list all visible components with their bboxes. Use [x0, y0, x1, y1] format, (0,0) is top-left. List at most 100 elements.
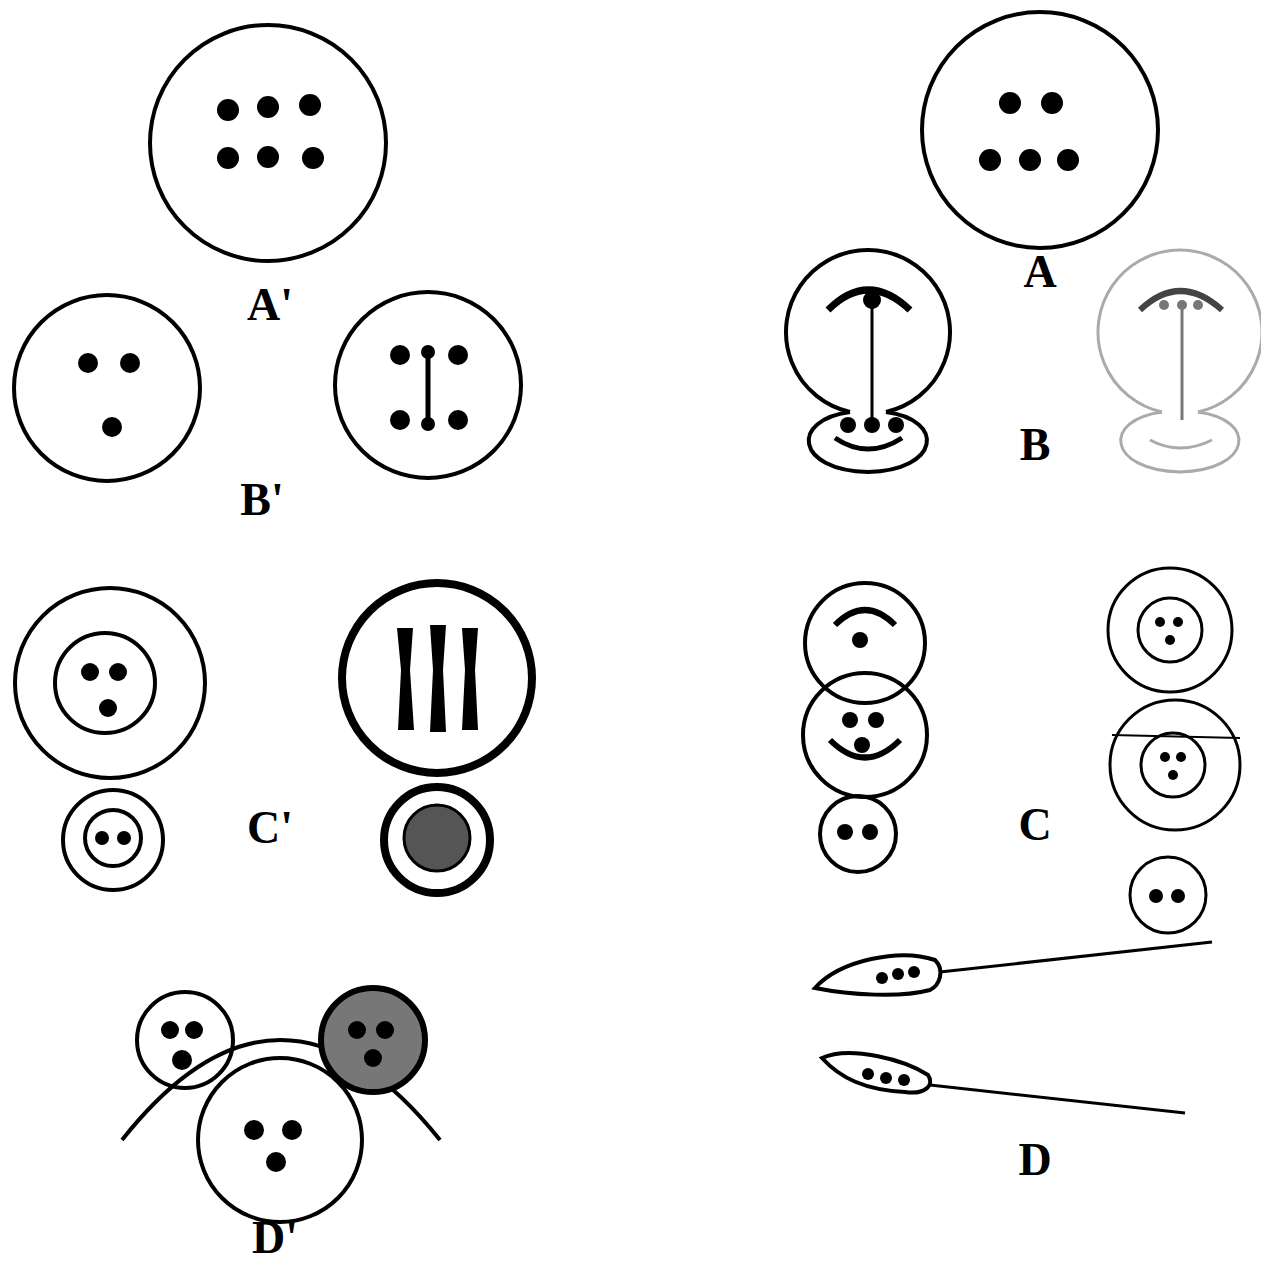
secondary-spermatocytes-part-part — [842, 712, 858, 728]
primary-cell-part-part — [302, 147, 324, 169]
primary-cell — [922, 12, 1158, 248]
primary-cell-part — [150, 25, 386, 261]
dividing-oocyte-part-part — [430, 625, 446, 732]
dividing-oocyte-part — [384, 787, 490, 893]
dividing-cell-part-part — [390, 410, 410, 430]
secondary-spermatocytes-part-part — [854, 737, 870, 753]
spermatids-part-part — [1168, 770, 1178, 780]
spermatozoa-part-part — [862, 1068, 874, 1080]
spermatids-part-part — [1171, 889, 1185, 903]
dividing-cell-part-part — [421, 345, 435, 359]
spermatozoa-part — [862, 966, 920, 1086]
spermatids-part — [1108, 568, 1232, 692]
fertilization-part — [321, 988, 425, 1092]
dividing-oocyte-part-part — [397, 628, 414, 730]
spermatozoa-part-part — [880, 1072, 892, 1084]
dividing-spermatocyte-part — [835, 438, 902, 449]
oocyte-with-polar-body-part — [15, 588, 205, 778]
figure-letter: A — [1023, 249, 1056, 295]
secondary-spermatocytes-part-part — [868, 712, 884, 728]
oocyte-with-polar-body-part-part — [81, 663, 99, 681]
oocyte-with-polar-body-part — [85, 810, 141, 866]
faded-spermatocyte-part-part — [1159, 300, 1169, 310]
oocyte-with-polar-body-part — [55, 633, 155, 733]
fertilization — [122, 988, 440, 1222]
reduced-cell-part — [14, 295, 200, 481]
faded-spermatocyte-part — [1121, 412, 1239, 472]
secondary-spermatocytes-part — [803, 673, 927, 797]
oocyte-with-polar-body-part-part — [109, 663, 127, 681]
figure-letter: B — [1020, 422, 1051, 468]
spermatozoa-part — [815, 955, 940, 994]
primary-cell-part-part — [299, 94, 321, 116]
primary-cell-part-part — [217, 147, 239, 169]
dividing-oocyte-part — [404, 805, 470, 871]
primary-cell-part — [922, 12, 1158, 248]
primary-cell-part-part — [257, 146, 279, 168]
spermatids-part-part — [1176, 752, 1186, 762]
reduced-cell-part-part — [102, 417, 122, 437]
fertilization-part-part — [364, 1049, 382, 1067]
dividing-spermatocyte-part — [871, 300, 874, 425]
primary-cell-part-part — [1019, 149, 1041, 171]
fertilization-part-part — [244, 1120, 264, 1140]
dividing-cell — [335, 292, 521, 478]
fertilization-part-part — [266, 1152, 286, 1172]
spermatids-part — [1138, 598, 1202, 662]
figure-letter: D — [1018, 1137, 1051, 1183]
faded-spermatocyte-part-part — [1177, 300, 1187, 310]
primary-cell-part-part — [257, 96, 279, 118]
fertilization-part-part — [161, 1021, 179, 1039]
dividing-oocyte-part — [397, 625, 478, 732]
cell-division-illustration-part — [14, 12, 1261, 1222]
primary-cell-part-part — [1057, 149, 1079, 171]
secondary-spermatocytes — [803, 583, 927, 872]
spermatozoa-part-part — [892, 968, 904, 980]
primary-cell — [150, 25, 386, 261]
fertilization-part — [348, 1021, 394, 1067]
oocyte-with-polar-body-part — [63, 790, 163, 890]
fertilization-part — [244, 1120, 302, 1172]
dividing-spermatocyte-part-part — [840, 417, 856, 433]
dividing-spermatocyte-part — [828, 290, 910, 310]
faded-spermatocyte-part — [1098, 250, 1261, 412]
dividing-oocyte-part-part — [462, 628, 478, 730]
spermatozoa — [815, 942, 1212, 1113]
spermatids-part — [1110, 700, 1240, 830]
spermatozoa-part-part — [908, 966, 920, 978]
primary-cell-part-part — [999, 92, 1021, 114]
dividing-cell-part-part — [448, 410, 468, 430]
secondary-spermatocytes-part — [837, 824, 878, 840]
spermatids-part-part — [1155, 617, 1165, 627]
faded-spermatocyte-part — [1159, 300, 1203, 310]
faded-spermatocyte-part-part — [1193, 300, 1203, 310]
primary-cell-part-part — [1041, 92, 1063, 114]
primary-cell-part-part — [217, 99, 239, 121]
spermatids — [1108, 568, 1240, 933]
dividing-spermatocyte-part-part — [864, 417, 880, 433]
secondary-spermatocytes-part — [835, 610, 895, 625]
dividing-cell-part-part — [390, 345, 410, 365]
secondary-spermatocytes-part — [820, 796, 896, 872]
dividing-cell-part-part — [421, 417, 435, 431]
oocyte-with-polar-body-part — [95, 831, 131, 845]
figure-letter: C — [1018, 802, 1051, 848]
dividing-spermatocyte-part — [786, 250, 950, 412]
figure-letter: B' — [240, 477, 283, 523]
dividing-oocyte — [342, 583, 532, 893]
dividing-spermatocyte-part — [809, 412, 927, 472]
reduced-cell-part-part — [120, 353, 140, 373]
spermatozoa-part-part — [898, 1074, 910, 1086]
fertilization-part-part — [185, 1021, 203, 1039]
figure-letter: D' — [252, 1215, 298, 1261]
primary-cell-part — [217, 94, 324, 169]
secondary-spermatocytes-part — [842, 712, 884, 753]
oocyte-with-polar-body-part-part — [117, 831, 131, 845]
figure-letter: C' — [247, 805, 293, 851]
spermatids-part-part — [1160, 752, 1170, 762]
secondary-spermatocytes-part-part — [862, 824, 878, 840]
dividing-spermatocyte-part-part — [863, 291, 881, 309]
spermatids-part — [1149, 617, 1186, 903]
fertilization-part-part — [376, 1021, 394, 1039]
